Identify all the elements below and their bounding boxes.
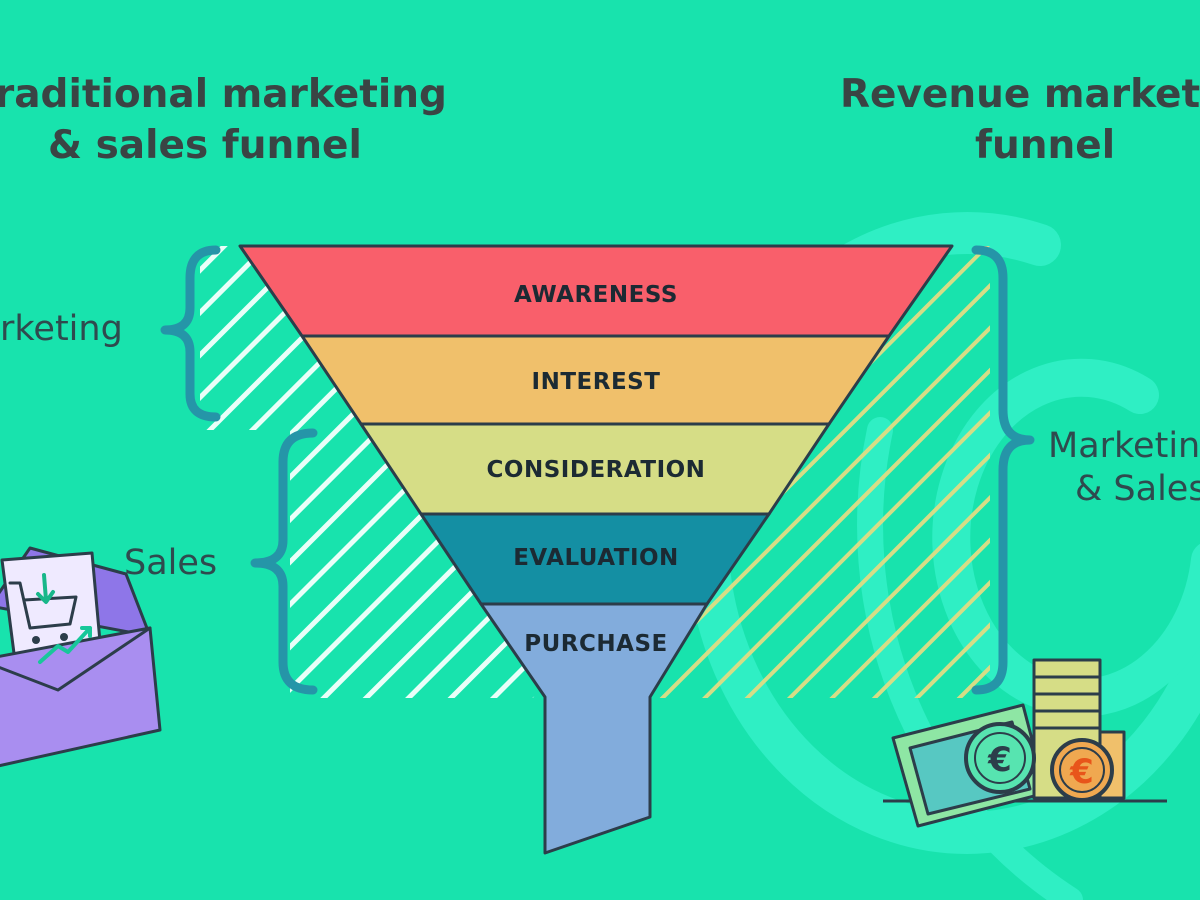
funnel (238, 244, 954, 855)
euro-symbol-green: € (987, 740, 1012, 780)
stage-label-consideration: CONSIDERATION (487, 457, 706, 483)
right-heading-line2: funnel (975, 123, 1115, 168)
marketing-sales-brace (971, 245, 1035, 695)
funnel-stage-purchase (479, 602, 709, 855)
right-heading-line1: Revenue marketin (840, 72, 1200, 117)
marketing-sales-label-line1: Marketin (1048, 426, 1200, 466)
stage-label-interest: INTEREST (532, 369, 661, 395)
stage-label-purchase: PURCHASE (524, 631, 667, 657)
marketing-label: rketing (0, 309, 123, 349)
envelope-cart-icon (0, 546, 162, 768)
cash-coins-icon: € € (883, 658, 1167, 828)
stage-label-awareness: AWARENESS (514, 282, 678, 308)
marketing-sales-label-line2: & Sales (1075, 469, 1200, 509)
sales-brace (250, 428, 318, 695)
left-heading-line2: & sales funnel (48, 123, 362, 168)
stage-label-evaluation: EVALUATION (513, 545, 679, 571)
euro-symbol-orange: € (1069, 752, 1094, 792)
left-heading-line1: raditional marketing (0, 72, 447, 117)
sales-label: Sales (124, 543, 217, 583)
marketing-brace (160, 245, 221, 422)
